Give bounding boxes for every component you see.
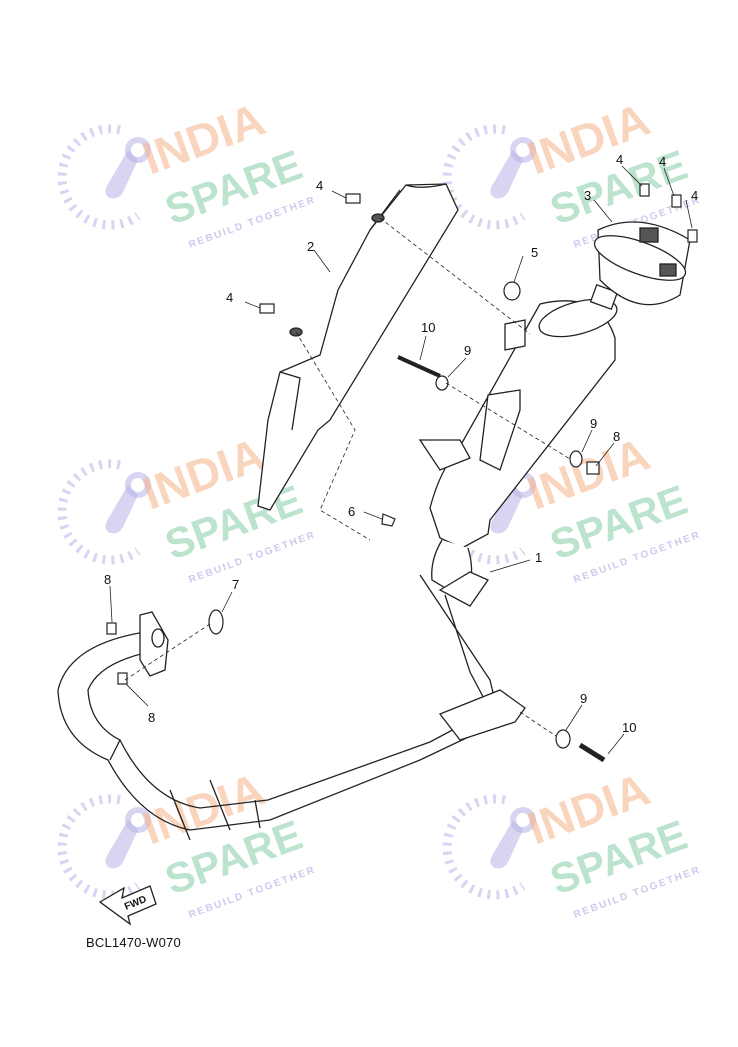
bolt-4	[687, 229, 698, 243]
callout-9: 9	[464, 343, 471, 358]
callout-8: 8	[148, 710, 155, 725]
callout-3: 3	[584, 188, 591, 203]
nut-8	[586, 461, 600, 475]
callout-10: 10	[421, 320, 435, 335]
washer-9	[569, 450, 583, 468]
callout-8: 8	[613, 429, 620, 444]
fwd-arrow: FWD	[98, 885, 157, 926]
callout-5: 5	[531, 245, 538, 260]
bolt-4	[345, 193, 361, 204]
callout-2: 2	[307, 239, 314, 254]
bolt-4	[671, 194, 682, 208]
callout-6: 6	[348, 504, 355, 519]
washer-9	[435, 375, 449, 391]
gasket-7	[208, 609, 224, 635]
leader-lines	[109, 165, 693, 755]
callout-1: 1	[535, 550, 542, 565]
callout-4: 4	[316, 178, 323, 193]
grommet-5	[503, 281, 521, 301]
callout-10: 10	[622, 720, 636, 735]
callout-9: 9	[580, 691, 587, 706]
callout-4: 4	[226, 290, 233, 305]
callout-7: 7	[232, 577, 239, 592]
end-cap	[593, 221, 691, 306]
part-code: BCL1470-W070	[86, 935, 181, 950]
heat-shield	[257, 183, 459, 511]
nut-8	[117, 672, 128, 685]
callout-4: 4	[691, 188, 698, 203]
nut-8	[106, 622, 117, 635]
muffler	[418, 283, 619, 593]
callout-numbers: 4 2 4 4 4 4 3 5 10 9 9 8 6 1 7 8 8 9 10	[104, 152, 698, 735]
exhaust-pipe	[57, 571, 526, 841]
washer-9	[555, 729, 571, 749]
callout-4: 4	[616, 152, 623, 167]
callout-8: 8	[104, 572, 111, 587]
callout-4: 4	[659, 154, 666, 169]
callout-9: 9	[590, 416, 597, 431]
bolt-4	[259, 303, 275, 314]
fasteners	[106, 183, 698, 763]
bolt-4	[639, 183, 650, 197]
collar-6	[381, 513, 396, 527]
